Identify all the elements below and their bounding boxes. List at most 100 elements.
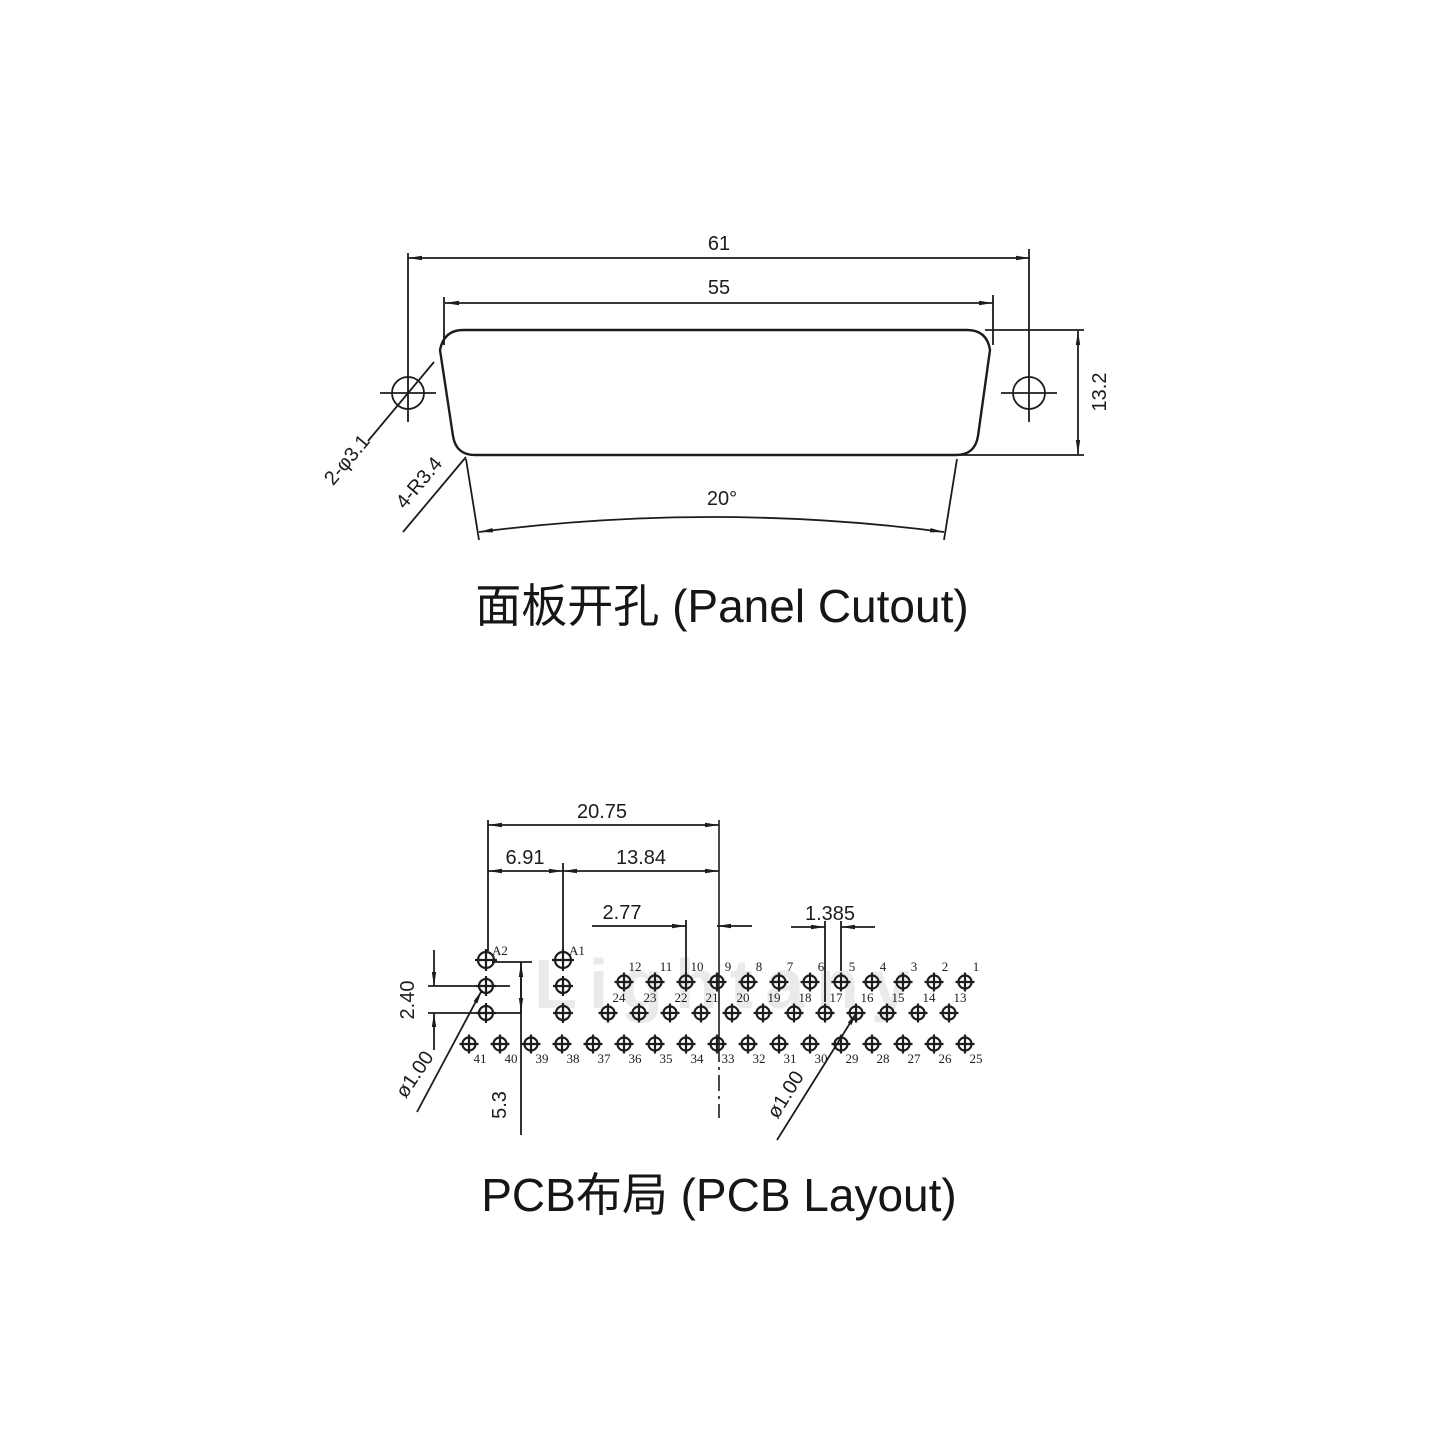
pin-number: 23 [644, 990, 657, 1005]
pin-pad [476, 1003, 496, 1023]
dim-label-13-84: 13.84 [616, 847, 666, 869]
pin-number: 20 [737, 990, 750, 1005]
pin-pad [614, 972, 634, 992]
special-pin-label: A1 [569, 943, 585, 958]
pin-pad [691, 1003, 711, 1023]
pin-pad [629, 1003, 649, 1023]
pin-number: 25 [970, 1051, 983, 1066]
pin-number: 38 [567, 1051, 580, 1066]
dim-label-13-2: 13.2 [1089, 373, 1111, 412]
pin-number: 9 [725, 959, 732, 974]
pin-number: 29 [846, 1051, 859, 1066]
pin-number: 27 [908, 1051, 922, 1066]
pin-number: 12 [629, 959, 642, 974]
leader-line-radius [402, 456, 467, 533]
pin-number: 18 [799, 990, 812, 1005]
pin-number: 16 [861, 990, 875, 1005]
pin-pad [939, 1003, 959, 1023]
special-pin-label: A2 [492, 943, 508, 958]
pin-number: 4 [880, 959, 887, 974]
pin-number: 5 [849, 959, 856, 974]
leader-hole-dia-left [416, 989, 483, 1113]
ext-line-angle-right [943, 458, 958, 541]
pin-number: 3 [911, 959, 918, 974]
dim-label-2-77: 2.77 [603, 902, 642, 924]
pin-pad [552, 949, 574, 971]
pin-pad [707, 1034, 727, 1054]
pin-number: 11 [660, 959, 673, 974]
pin-pad [476, 976, 496, 996]
dim-label-55: 55 [708, 277, 730, 299]
panel-cutout-title: 面板开孔 (Panel Cutout) [475, 580, 968, 632]
pin-pad [877, 1003, 897, 1023]
pin-pad [815, 1003, 835, 1023]
pin-pad [831, 1034, 851, 1054]
angle-arc [478, 516, 945, 533]
pin-number: 30 [815, 1051, 828, 1066]
pin-pad [862, 972, 882, 992]
pcb-layout-drawing: 20.75 6.91 13.84 2.77 1.385 2.40 5.3 ø1.… [392, 801, 983, 1221]
pin-number: 7 [787, 959, 794, 974]
pin-pad [893, 1034, 913, 1054]
label-holes: 2-φ3.1 [320, 431, 374, 490]
pin-pad [800, 972, 820, 992]
ext-line-angle-left [465, 458, 480, 541]
pin-pad [645, 1034, 665, 1054]
pin-pad [552, 1034, 572, 1054]
pin-pad [660, 1003, 680, 1023]
pin-number: 31 [784, 1051, 797, 1066]
pin-number: 36 [629, 1051, 643, 1066]
pin-number: 37 [598, 1051, 612, 1066]
pin-pad [831, 972, 851, 992]
dim-label-6-91: 6.91 [506, 847, 545, 869]
pin-number: 33 [722, 1051, 735, 1066]
leader-hole-dia-right [776, 1011, 858, 1141]
pin-number: 19 [768, 990, 781, 1005]
pin-number: 41 [474, 1051, 487, 1066]
pin-number: 17 [830, 990, 844, 1005]
pin-pad [553, 1003, 573, 1023]
pin-pad [598, 1003, 618, 1023]
pin-pad [521, 1034, 541, 1054]
pin-number: 24 [613, 990, 627, 1005]
pin-number: 32 [753, 1051, 766, 1066]
dim-label-20-75: 20.75 [577, 801, 627, 823]
watermark-text: Lightany [534, 945, 922, 1023]
pin-pad [924, 972, 944, 992]
pin-number: 34 [691, 1051, 705, 1066]
pin-pad [955, 1034, 975, 1054]
pin-number: 10 [691, 959, 704, 974]
leader-line-holes [367, 361, 435, 442]
pin-pad [490, 1034, 510, 1054]
pin-pad [553, 976, 573, 996]
panel-cutout-drawing: 61 55 13.2 2-φ3.1 4-R3.4 20° 面板开孔 (Panel… [320, 233, 1111, 632]
pin-number: 26 [939, 1051, 953, 1066]
pin-number: 2 [942, 959, 949, 974]
pin-number: 8 [756, 959, 763, 974]
pin-pad [846, 1003, 866, 1023]
pin-number: 40 [505, 1051, 518, 1066]
label-hole-dia-right: ø1.00 [763, 1067, 809, 1122]
pin-pad [738, 1034, 758, 1054]
pin-number: 28 [877, 1051, 890, 1066]
pin-pad [676, 1034, 696, 1054]
dim-label-angle: 20° [707, 488, 737, 510]
pin-number: 15 [892, 990, 905, 1005]
pin-number: 21 [706, 990, 719, 1005]
pin-pad [583, 1034, 603, 1054]
pin-pad [769, 972, 789, 992]
pin-number: 35 [660, 1051, 673, 1066]
pin-pad [924, 1034, 944, 1054]
pin-pad [784, 1003, 804, 1023]
pin-number: 22 [675, 990, 688, 1005]
pin-pad [800, 1034, 820, 1054]
pin-number: 13 [954, 990, 967, 1005]
dim-label-5-3: 5.3 [489, 1091, 511, 1119]
label-hole-dia-left: ø1.00 [392, 1047, 439, 1102]
pin-pad [645, 972, 665, 992]
pin-pad [893, 972, 913, 992]
pin-number: 39 [536, 1051, 549, 1066]
